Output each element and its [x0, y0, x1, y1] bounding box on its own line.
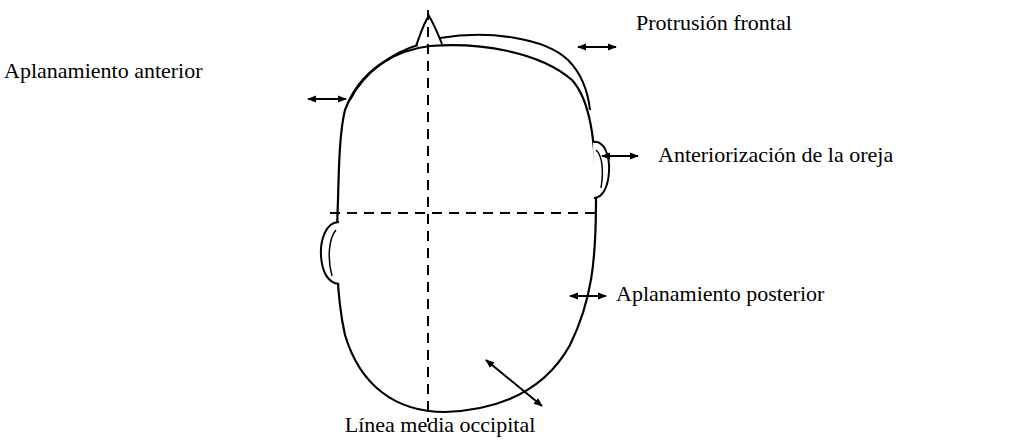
left-ear-inner — [329, 230, 336, 276]
double-arrow — [578, 46, 616, 48]
forehead-protrusion — [440, 35, 590, 110]
annotation-label: Anteriorización de la oreja — [658, 142, 893, 168]
annotation-label: Protrusión frontal — [636, 10, 792, 36]
double-arrow — [486, 360, 542, 406]
annotation-label: Aplanamiento posterior — [616, 281, 824, 307]
annotation-label: Línea media occipital — [345, 412, 536, 438]
double-arrow — [602, 155, 638, 157]
double-arrow — [570, 295, 606, 297]
left-ear — [321, 222, 339, 284]
nose — [416, 16, 442, 46]
double-arrow — [308, 98, 346, 100]
right-ear-inner — [596, 150, 602, 188]
forehead-left — [350, 45, 418, 100]
horizontal-midline — [330, 212, 600, 214]
skull-outline — [337, 45, 596, 412]
annotation-label: Aplanamiento anterior — [4, 58, 203, 84]
vertical-midline — [427, 10, 429, 422]
right-ear — [593, 142, 609, 198]
